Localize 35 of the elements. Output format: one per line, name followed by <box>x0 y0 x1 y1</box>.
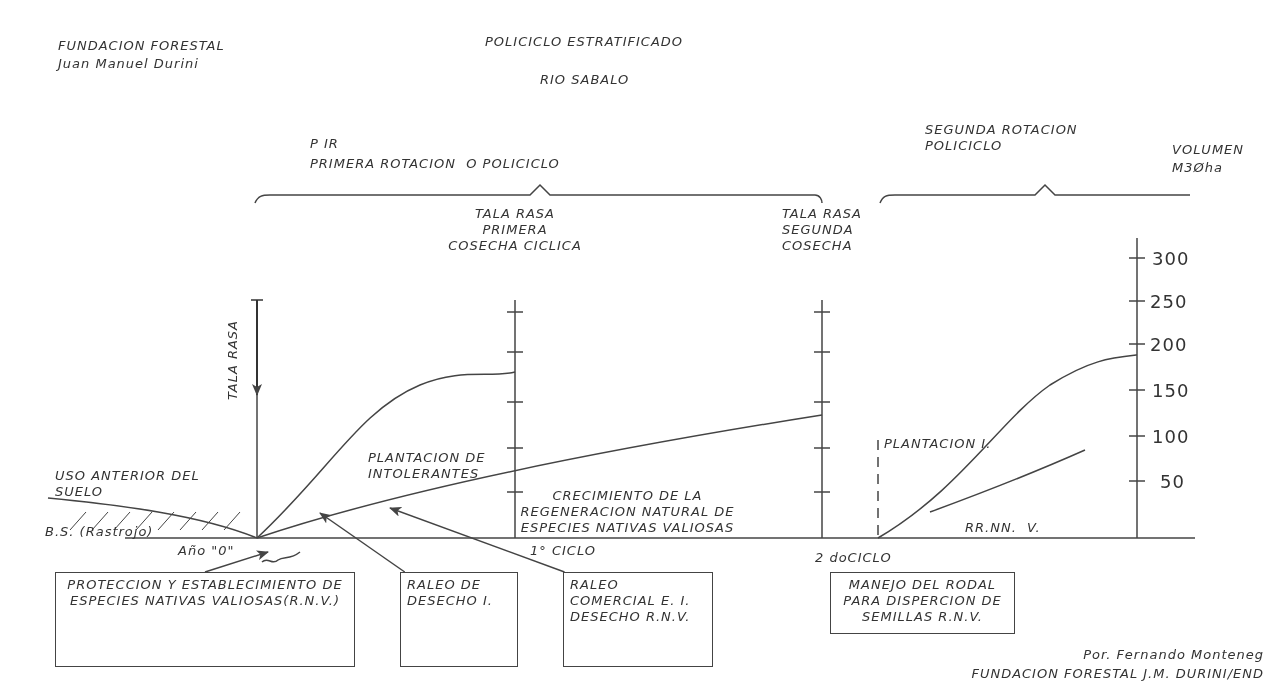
tick-label: 250 <box>1150 292 1188 312</box>
leader-arrow <box>389 507 566 573</box>
note-box: RALEO DE DESECHO I. <box>400 572 518 667</box>
axis-unit: M3Øha <box>1172 160 1223 176</box>
leader-arrow <box>319 512 406 573</box>
title: POLICICLO ESTRATIFICADO <box>485 34 684 50</box>
curve-label: RR.NN. V. <box>965 520 1041 536</box>
tick-label: 100 <box>1152 427 1190 447</box>
event-label: TALA RASA <box>225 320 241 400</box>
note-box: MANEJO DEL RODAL PARA DISPERCION DE SEMILLAS R.N.V. <box>830 572 1015 634</box>
tick-label: 50 <box>1160 472 1185 492</box>
tick-label: 150 <box>1152 381 1190 401</box>
axis-label: 1° CICLO <box>530 543 596 559</box>
period-label: P IR <box>310 136 339 152</box>
note-box: PROTECCION Y ESTABLECIMIENTO DE ESPECIES NATIVAS VALIOSAS(R.N.V.) <box>55 572 355 667</box>
organization-name: Juan Manuel Durini <box>58 56 199 72</box>
event-label: TALA RASA SEGUNDA COSECHA <box>782 206 863 254</box>
organization-name: FUNDACION FORESTAL <box>58 38 225 54</box>
period-label: SEGUNDA ROTACION POLICICLO <box>925 122 1079 154</box>
period-label: PRIMERA ROTACION O POLICICLO <box>310 156 560 172</box>
leader-arrow <box>204 550 269 573</box>
axis-label: 2 doCICLO <box>815 550 892 566</box>
tick-label: 200 <box>1150 335 1188 355</box>
subtitle: RIO SABALO <box>540 72 630 88</box>
curve-label: PLANTACION DE INTOLERANTES <box>368 450 487 482</box>
author-credit: Por. Fernando Monteneg <box>1083 647 1264 663</box>
event-label: TALA RASA PRIMERA COSECHA CICLICA <box>447 206 583 254</box>
axis-label: Año "0" <box>178 543 235 559</box>
curve-label: CRECIMIENTO DE LA REGENERACION NATURAL DE ESPECIES NATIVAS VALIOSAS <box>519 488 736 536</box>
tick-label: 300 <box>1152 249 1190 269</box>
axis-title: VOLUMEN <box>1172 142 1245 158</box>
author-credit: FUNDACION FORESTAL J.M. DURINI/END <box>971 666 1264 682</box>
area-label: B.S. (Rastrojo) <box>45 524 154 540</box>
note-box: RALEO COMERCIAL E. I. DESECHO R.N.V. <box>563 572 713 667</box>
area-label: USO ANTERIOR DEL SUELO <box>55 468 201 500</box>
